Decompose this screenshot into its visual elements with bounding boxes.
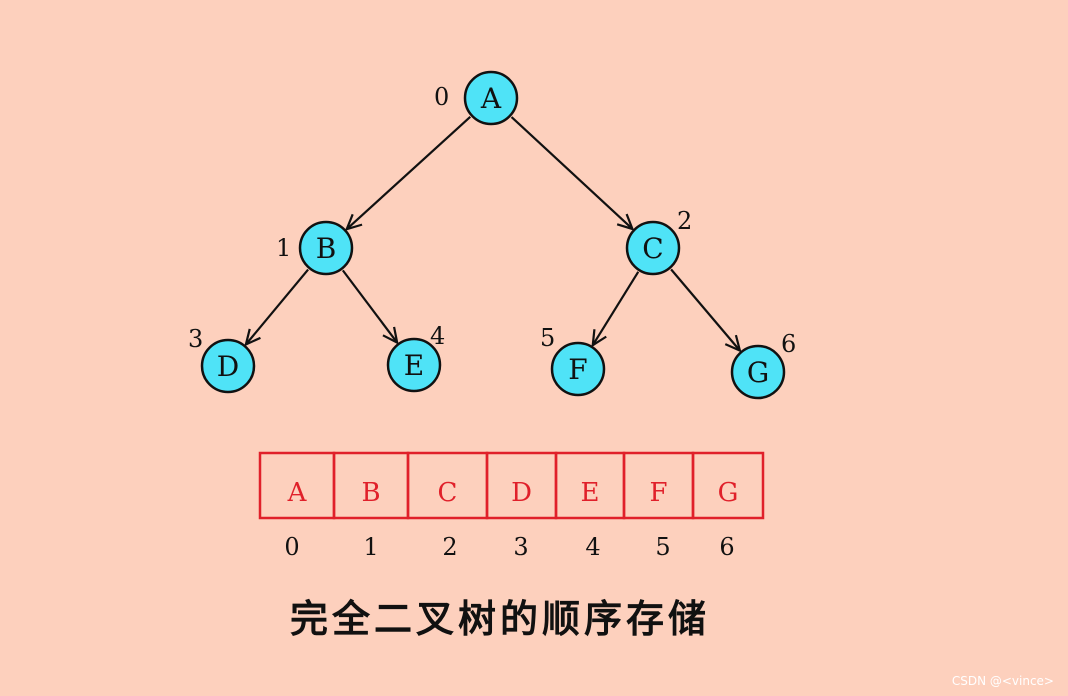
node-circle-B: [298, 220, 354, 276]
arrowhead-C-F: [591, 329, 607, 348]
node-circle-D: [200, 338, 256, 394]
node-circle-G: [730, 344, 786, 400]
watermark-text: CSDN @<vince>: [951, 674, 1054, 688]
edge-B-E: [341, 269, 399, 344]
tree-node-B: B1: [276, 220, 354, 276]
node-label-F: F: [568, 353, 587, 386]
node-label-D: D: [217, 350, 239, 383]
node-label-C: C: [642, 232, 663, 265]
node-index-F: 5: [540, 324, 555, 352]
arrowhead-B-D: [244, 328, 261, 347]
node-circle-A: [463, 70, 519, 126]
node-index-A: 0: [434, 83, 449, 111]
array-cell-4: E: [554, 451, 626, 520]
node-index-C: 2: [677, 207, 692, 235]
node-label-A: A: [480, 82, 502, 115]
node-index-D: 3: [188, 325, 203, 353]
array-cell-value-2: C: [438, 478, 458, 508]
array-cell-6: G: [691, 451, 765, 520]
array-cell-2: C: [406, 451, 489, 520]
array-cell-value-6: G: [718, 478, 739, 508]
array-cell-value-1: B: [361, 478, 380, 508]
array-index-1: 1: [363, 533, 378, 561]
tree-node-C: C2: [625, 207, 692, 276]
array-cell-5: F: [622, 451, 695, 520]
array-cell-value-4: E: [581, 478, 600, 508]
array-index-4: 4: [585, 533, 600, 561]
array-index-0: 0: [284, 533, 299, 561]
array-cell-value-0: A: [287, 478, 308, 508]
array-cell-1: B: [332, 451, 410, 520]
node-circle-E: [386, 337, 442, 393]
array-cell-value-5: F: [649, 478, 667, 508]
array-cell-0: A: [258, 451, 336, 520]
array-index-5: 5: [655, 533, 670, 561]
node-index-B: 1: [276, 234, 291, 262]
array-cell-value-3: D: [511, 478, 532, 508]
node-index-E: 4: [430, 322, 445, 350]
tree-node-A: A0: [434, 70, 519, 126]
arrowhead-A-B: [344, 213, 363, 231]
tree-node-D: D3: [188, 325, 256, 394]
node-label-E: E: [404, 349, 424, 382]
array-index-6: 6: [719, 533, 734, 561]
tree-node-E: E4: [386, 322, 445, 393]
node-label-B: B: [316, 232, 337, 265]
array-cell-box-6: [691, 451, 765, 520]
node-circle-C: [625, 220, 681, 276]
node-index-G: 6: [781, 330, 796, 358]
edge-A-B: [345, 116, 472, 230]
node-label-G: G: [747, 356, 769, 389]
diagram-caption: 完全二叉树的顺序存储: [289, 596, 710, 641]
edge-C-F: [591, 271, 640, 346]
node-circle-F: [550, 341, 606, 397]
arrowhead-B-E: [382, 326, 399, 345]
arrowhead-C-G: [724, 334, 742, 353]
array-cell-3: D: [485, 451, 558, 520]
array-index-3: 3: [513, 533, 528, 561]
edge-C-G: [670, 268, 741, 352]
edge-A-C: [510, 116, 634, 230]
array-index-2: 2: [442, 533, 457, 561]
tree-node-F: F5: [540, 324, 606, 397]
edge-B-D: [245, 268, 309, 346]
arrowhead-A-C: [616, 213, 635, 231]
tree-node-G: G6: [730, 330, 796, 400]
